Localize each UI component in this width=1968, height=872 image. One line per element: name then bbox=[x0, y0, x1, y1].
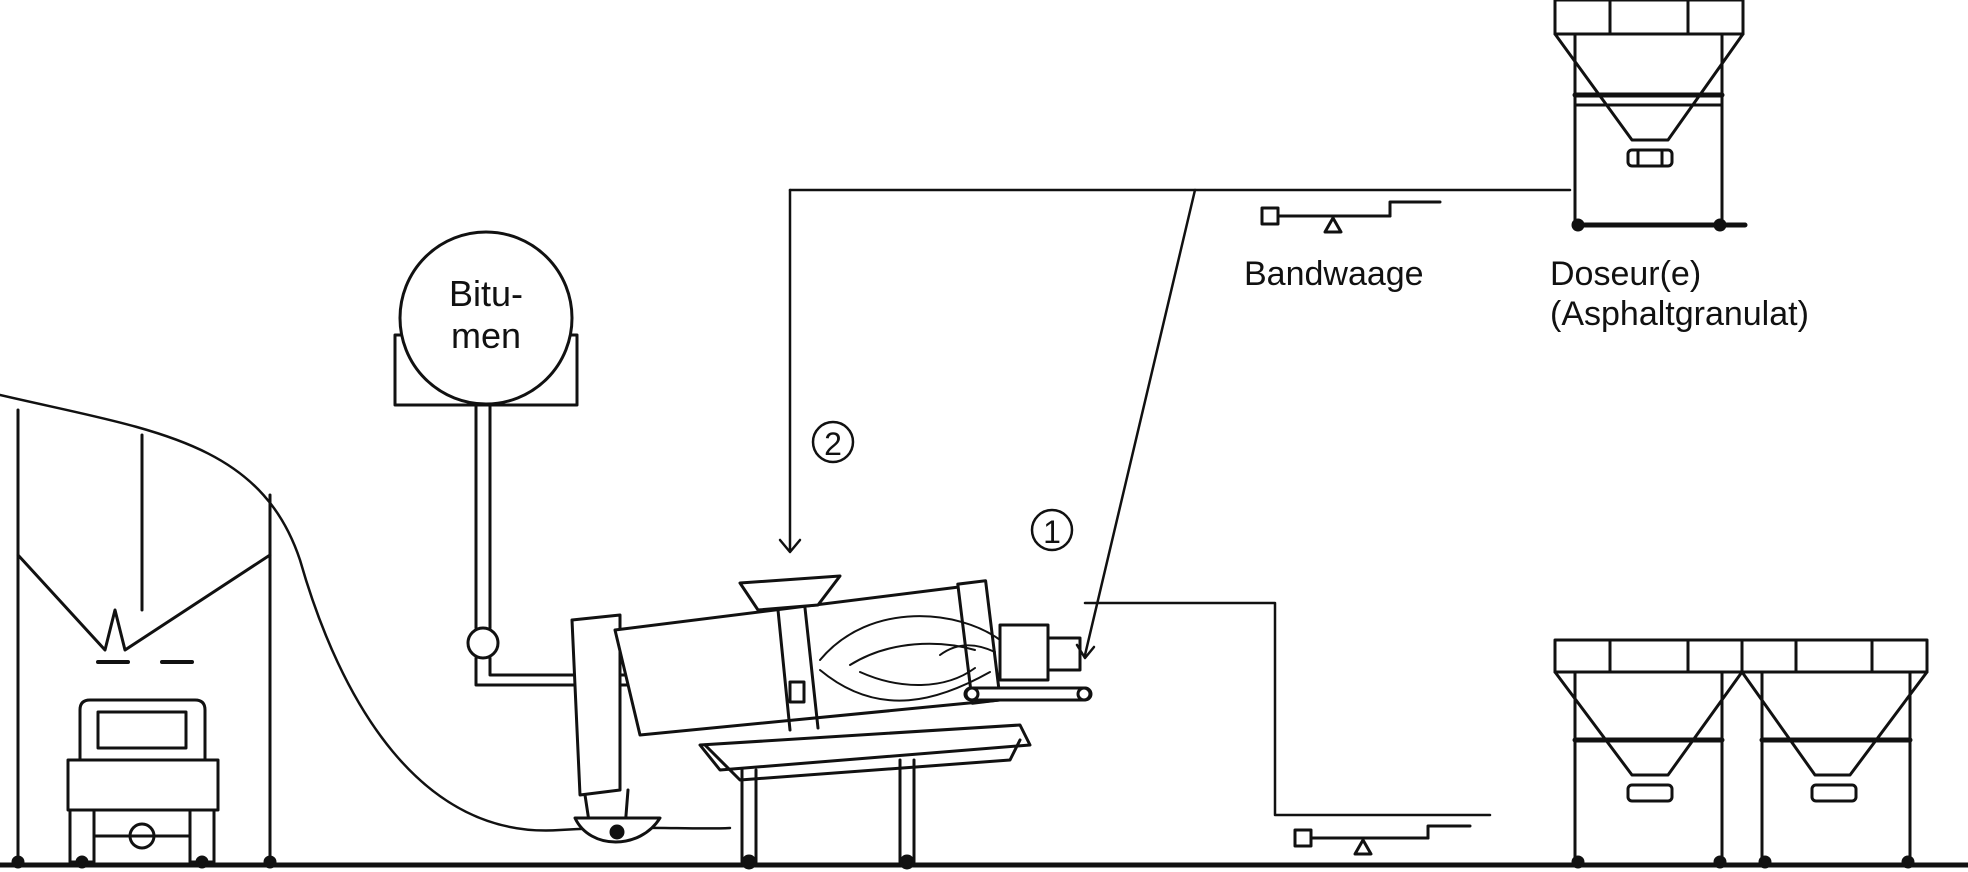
bitumen-label-line2: men bbox=[451, 315, 521, 356]
marker-2-label: 2 bbox=[824, 426, 842, 462]
doseur-hopper-top bbox=[1553, 0, 1748, 232]
marker-1-label: 1 bbox=[1043, 514, 1061, 550]
marker-1: 1 bbox=[1030, 508, 1074, 552]
bitumen-tank bbox=[393, 230, 802, 704]
belt-scale-top bbox=[1260, 200, 1442, 234]
top-feed-conveyor-lines bbox=[778, 188, 1572, 660]
mixer-frame bbox=[698, 723, 1032, 870]
belt-scale-bottom bbox=[1293, 824, 1472, 856]
aggregate-hoppers-bottom bbox=[1553, 638, 1929, 869]
doseur-label-line2: (Asphaltgranulat) bbox=[1550, 295, 1809, 333]
drum-mixer bbox=[570, 574, 1093, 830]
bandwaage-label: Bandwaage bbox=[1244, 255, 1424, 293]
bottom-feed-conveyor-lines bbox=[1083, 601, 1492, 817]
marker-2: 2 bbox=[811, 420, 855, 464]
doseur-label-line1: Doseur(e) bbox=[1550, 255, 1701, 293]
bitumen-label-line1: Bitu- bbox=[449, 273, 523, 314]
collection-bowl bbox=[573, 816, 662, 844]
truck-icon bbox=[66, 698, 220, 869]
